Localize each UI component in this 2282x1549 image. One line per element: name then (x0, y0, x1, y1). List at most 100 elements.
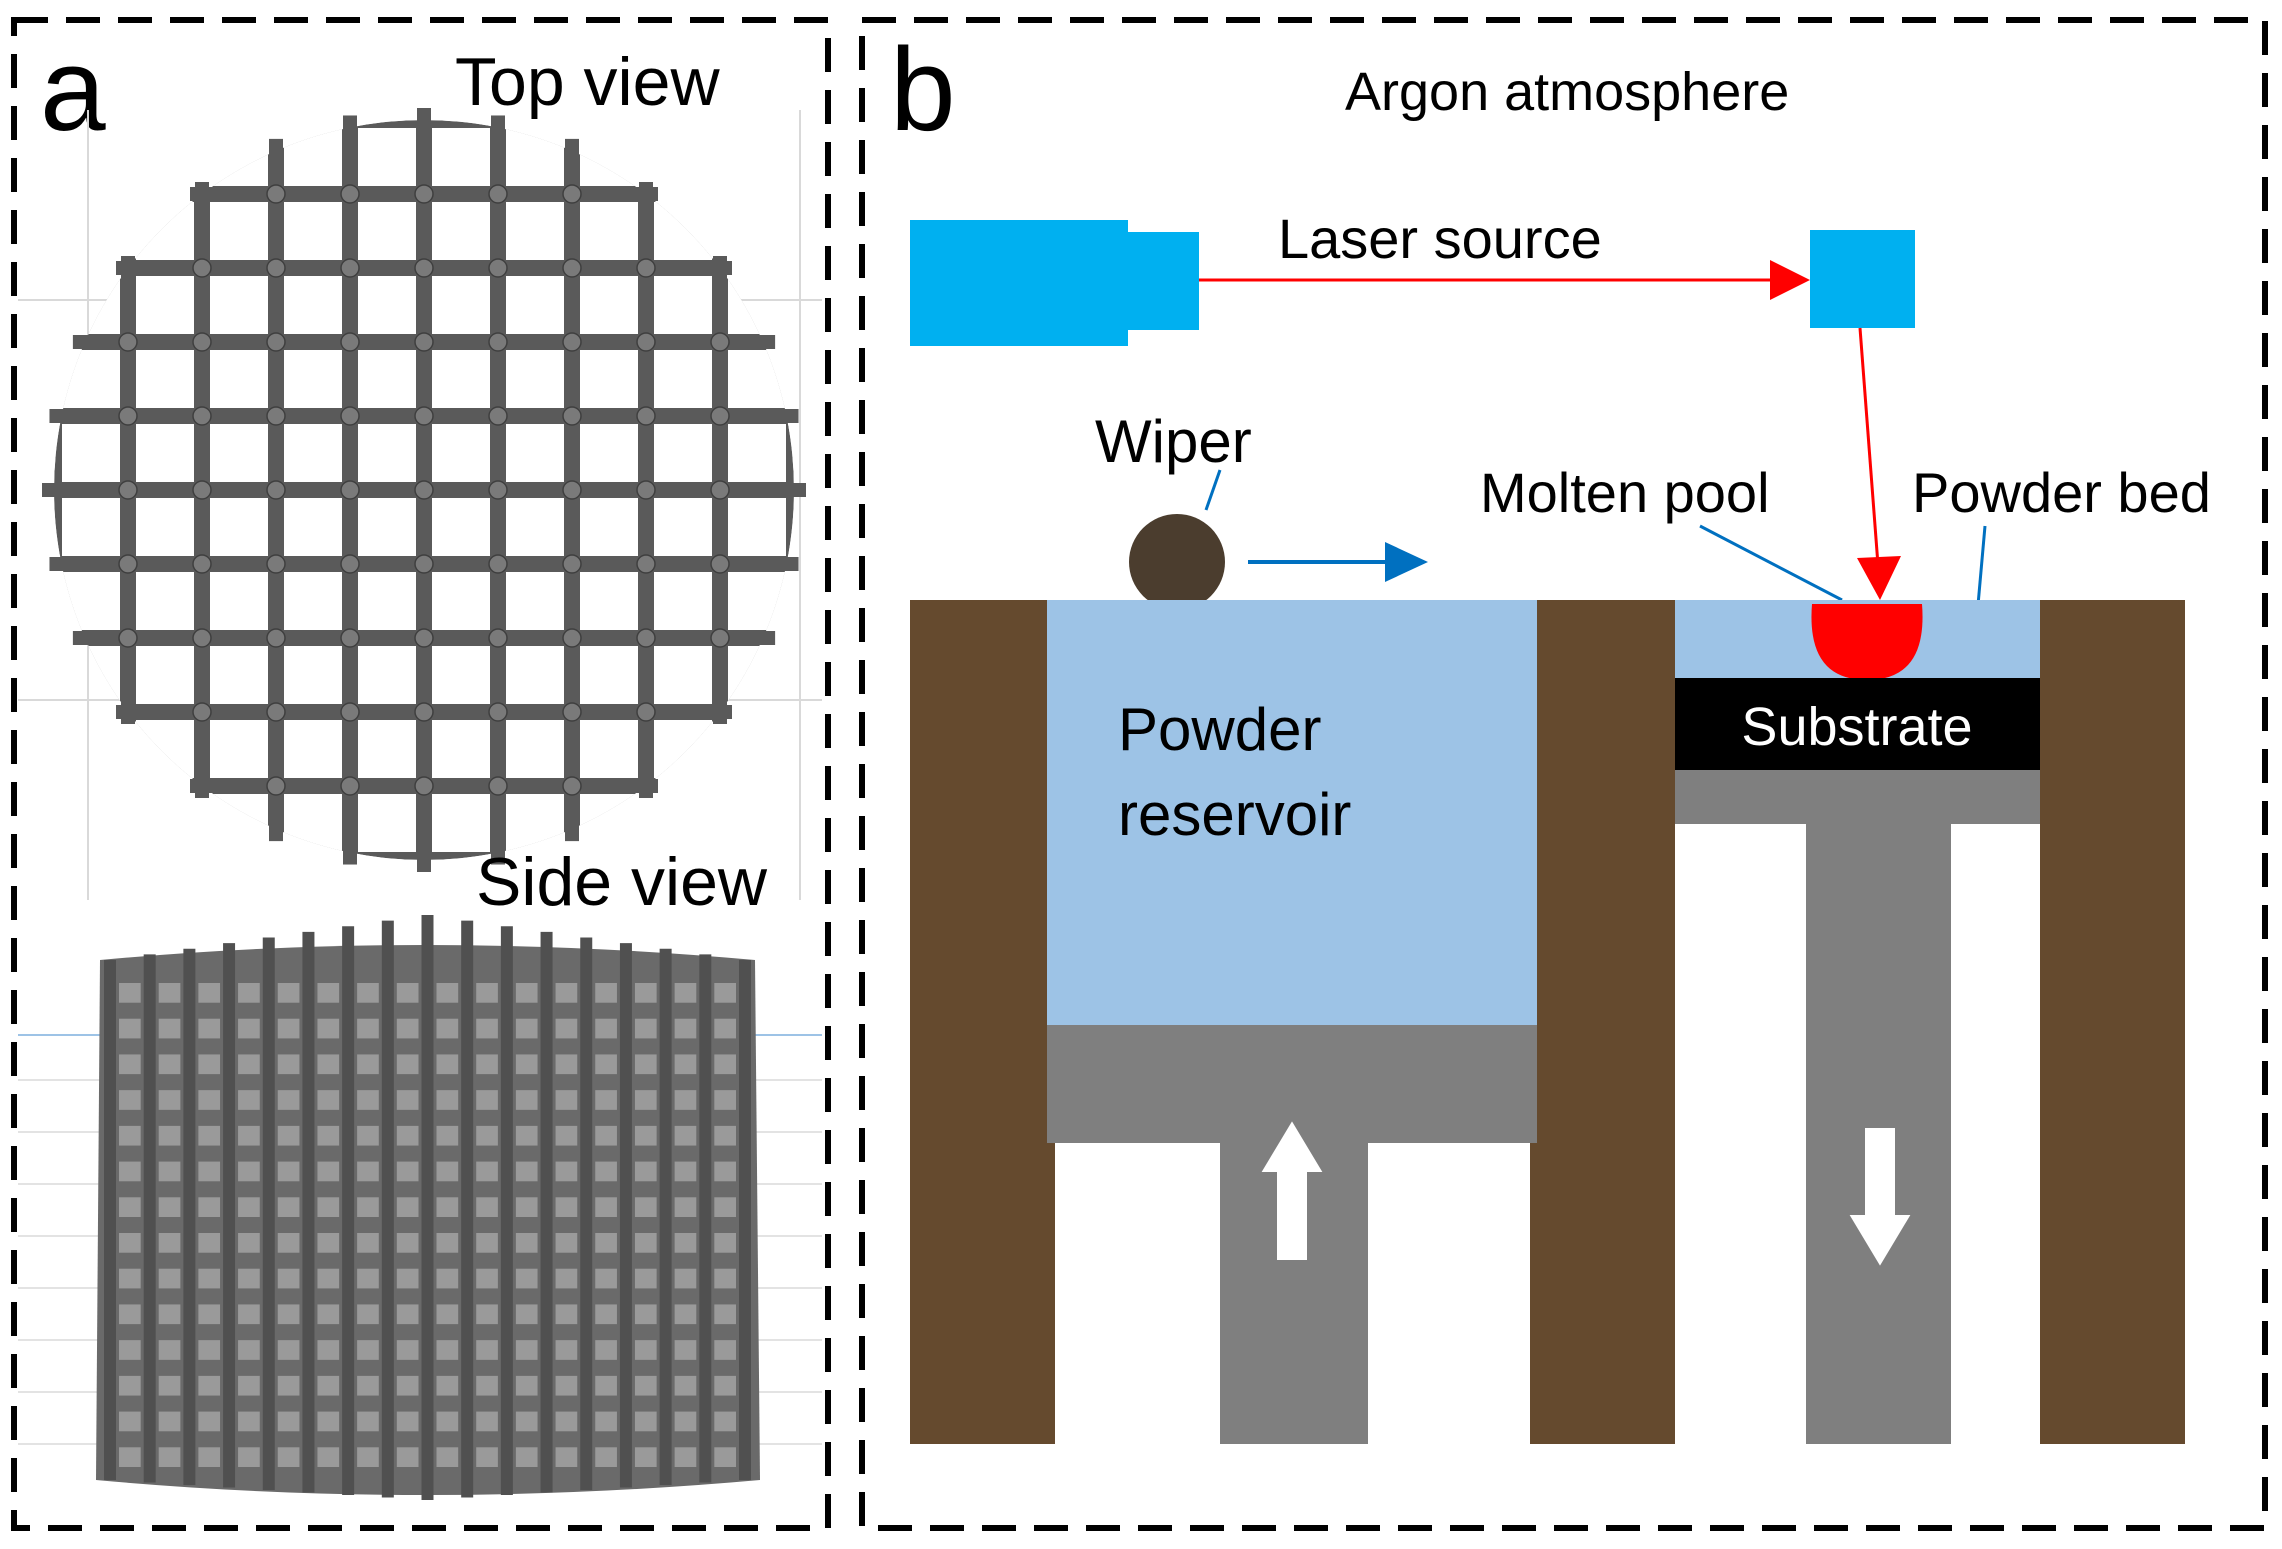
side-lattice-gap (238, 1340, 260, 1360)
laser-beam-vertical (1858, 327, 1880, 566)
lattice-node (562, 776, 582, 796)
molten-pool (1811, 604, 1923, 680)
lattice-hole (358, 794, 416, 852)
side-lattice-gap (634, 1161, 657, 1182)
lattice-node (488, 332, 508, 352)
lattice-node (636, 554, 656, 574)
molten-pool-leader-line (1699, 524, 1843, 602)
side-lattice-gap (238, 1197, 260, 1217)
side-lattice-gap (515, 1090, 538, 1110)
right-wall (2040, 600, 2185, 1444)
side-lattice-gap (198, 983, 221, 1003)
side-lattice-gap (634, 1090, 657, 1110)
side-lattice-gap (357, 1268, 379, 1289)
side-lattice-gap (674, 1197, 697, 1217)
side-lattice-gap (436, 1197, 459, 1217)
side-lattice-gap (714, 1054, 736, 1075)
side-lattice-gap (714, 1447, 736, 1467)
side-lattice-gap (555, 1161, 578, 1182)
lattice-node (266, 332, 286, 352)
side-lattice-gap (198, 1411, 221, 1432)
lattice-hole (432, 202, 490, 260)
side-lattice-gap (396, 1447, 419, 1467)
side-lattice-gap (634, 1197, 657, 1217)
side-lattice-gap (277, 1125, 300, 1146)
side-lattice-gap (119, 983, 141, 1003)
lattice-node (414, 184, 434, 204)
side-lattice-gap (119, 1018, 141, 1039)
side-lattice-gap (119, 1375, 141, 1396)
side-lattice-gap (555, 1125, 578, 1146)
side-lattice-gap (634, 1268, 657, 1289)
side-lattice-gap (357, 1233, 379, 1253)
lattice-node (414, 554, 434, 574)
lattice-hole (728, 128, 786, 186)
top-view-lattice (42, 108, 806, 872)
side-lattice-gap (396, 1125, 419, 1146)
lattice-node (562, 554, 582, 574)
side-lattice-gap (158, 1018, 181, 1039)
side-lattice-gap (198, 1125, 221, 1146)
side-lattice-gap (436, 1090, 459, 1110)
side-lattice-gap (515, 1161, 538, 1182)
lattice-hole (210, 128, 268, 186)
side-lattice-gap (119, 1090, 141, 1110)
side-lattice-gap (476, 1411, 498, 1432)
lattice-hole (358, 202, 416, 260)
side-lattice-gap (277, 1233, 300, 1253)
lattice-node (340, 776, 360, 796)
side-lattice-gap (317, 1304, 340, 1325)
lattice-node (340, 406, 360, 426)
lattice-hole (210, 646, 268, 704)
side-lattice-gap (714, 1125, 736, 1146)
lattice-hole (654, 498, 712, 556)
side-lattice-gap (714, 1411, 736, 1432)
lattice-node (636, 406, 656, 426)
side-lattice-gap (158, 1268, 181, 1289)
side-lattice-gap (238, 1447, 260, 1467)
lattice-hole (358, 128, 416, 186)
substrate-label: Substrate (1741, 697, 1972, 757)
side-lattice-gap (634, 1018, 657, 1039)
side-lattice-gap (634, 1447, 657, 1467)
panel-a-frame (11, 17, 831, 1531)
side-lattice-gap (198, 1197, 221, 1217)
side-lattice-gap (515, 1233, 538, 1253)
side-lattice-gap (674, 1233, 697, 1253)
side-lattice-gap (317, 1447, 340, 1467)
lattice-hole (210, 498, 268, 556)
lattice-hole (284, 572, 342, 630)
side-lattice-gap (158, 1054, 181, 1075)
lattice-hole (284, 498, 342, 556)
lattice-node (562, 332, 582, 352)
side-lattice-gap (674, 1340, 697, 1360)
lattice-node (710, 406, 730, 426)
side-lattice-gap (595, 1233, 617, 1253)
lattice-hole (432, 276, 490, 334)
lattice-hole (728, 276, 786, 334)
molten-pool-label: Molten pool (1480, 461, 1770, 524)
lattice-hole (62, 720, 120, 778)
laser-beam-arrowhead-down (1857, 556, 1901, 600)
side-lattice-gap (436, 1161, 459, 1182)
side-lattice-gap (317, 1233, 340, 1253)
lattice-hole (654, 202, 712, 260)
side-lattice-gap (515, 1340, 538, 1360)
side-lattice-gap (119, 1233, 141, 1253)
lattice-node (414, 628, 434, 648)
lattice-hole (506, 572, 564, 630)
lattice-hole (506, 498, 564, 556)
side-lattice-gap (198, 1054, 221, 1075)
side-lattice-gap (317, 1411, 340, 1432)
side-lattice-gap (357, 1411, 379, 1432)
side-lattice-gap (634, 1054, 657, 1075)
side-lattice-gap (396, 1018, 419, 1039)
side-lattice-gap (714, 1090, 736, 1110)
lattice-hole (210, 276, 268, 334)
side-lattice-gap (515, 1447, 538, 1467)
side-lattice-gap (158, 1125, 181, 1146)
lattice-hole (358, 572, 416, 630)
side-lattice-gap (595, 1125, 617, 1146)
panel-b: b Argon atmosphere Laser source Wiper Mo… (859, 17, 2268, 1531)
side-lattice-rod (739, 960, 751, 1480)
